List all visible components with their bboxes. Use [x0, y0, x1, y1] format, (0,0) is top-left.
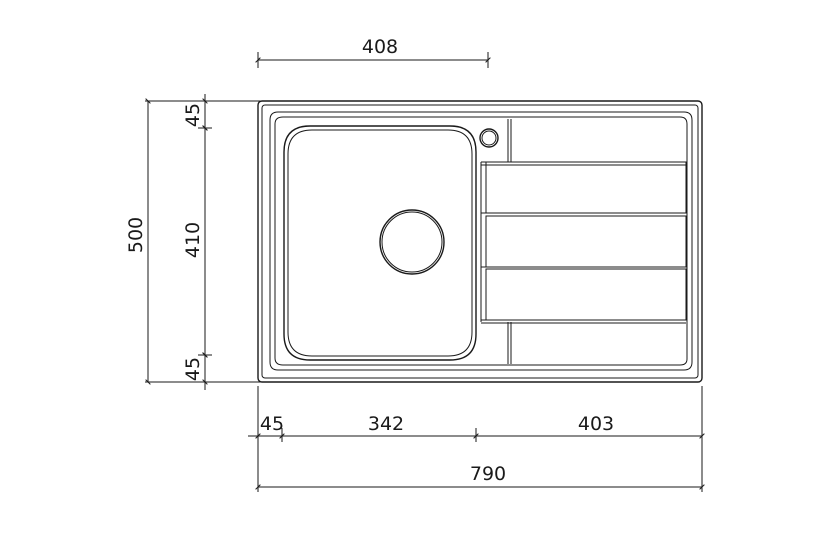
- drainer-rib-1: [485, 161, 687, 214]
- drainer-board: [480, 119, 687, 364]
- outer-rim-inner: [261, 104, 699, 379]
- dim-label-overall-width: 790: [470, 463, 506, 485]
- deck-outline: [269, 111, 693, 371]
- bowl-inner-outline: [287, 129, 473, 357]
- drain-icon: [379, 209, 445, 275]
- bowl-outline: [283, 125, 477, 361]
- dim-bottom-segments: 45 342 403: [248, 386, 705, 492]
- drain-inner-icon: [381, 211, 443, 273]
- dim-label-overall-height: 500: [125, 217, 147, 253]
- outer-rim: [257, 100, 703, 383]
- dim-label-top-width: 408: [362, 36, 398, 58]
- tap-hole: [479, 128, 499, 148]
- dim-label-inner-height: 410: [182, 222, 204, 258]
- tap-hole-inner-icon: [481, 130, 497, 146]
- dim-overall-height: 500: [125, 98, 262, 385]
- dim-label-left-rim: 45: [260, 413, 284, 435]
- sink-body: [257, 100, 703, 383]
- dim-label-drainer-width: 403: [578, 413, 614, 435]
- drainer-rib-2: [485, 215, 687, 268]
- dim-inner-heights: 45 410 45: [182, 94, 212, 390]
- deck-inner-outline: [274, 116, 688, 366]
- dim-overall-width: 790: [255, 463, 705, 490]
- dim-top-width: 408: [255, 36, 491, 68]
- dim-label-top-rim: 45: [182, 103, 204, 127]
- bowl: [283, 125, 477, 361]
- tap-hole-icon: [479, 128, 499, 148]
- dim-label-bottom-rim: 45: [182, 357, 204, 381]
- drainer-rib-3: [485, 268, 687, 321]
- dim-label-bowl-width: 342: [368, 413, 404, 435]
